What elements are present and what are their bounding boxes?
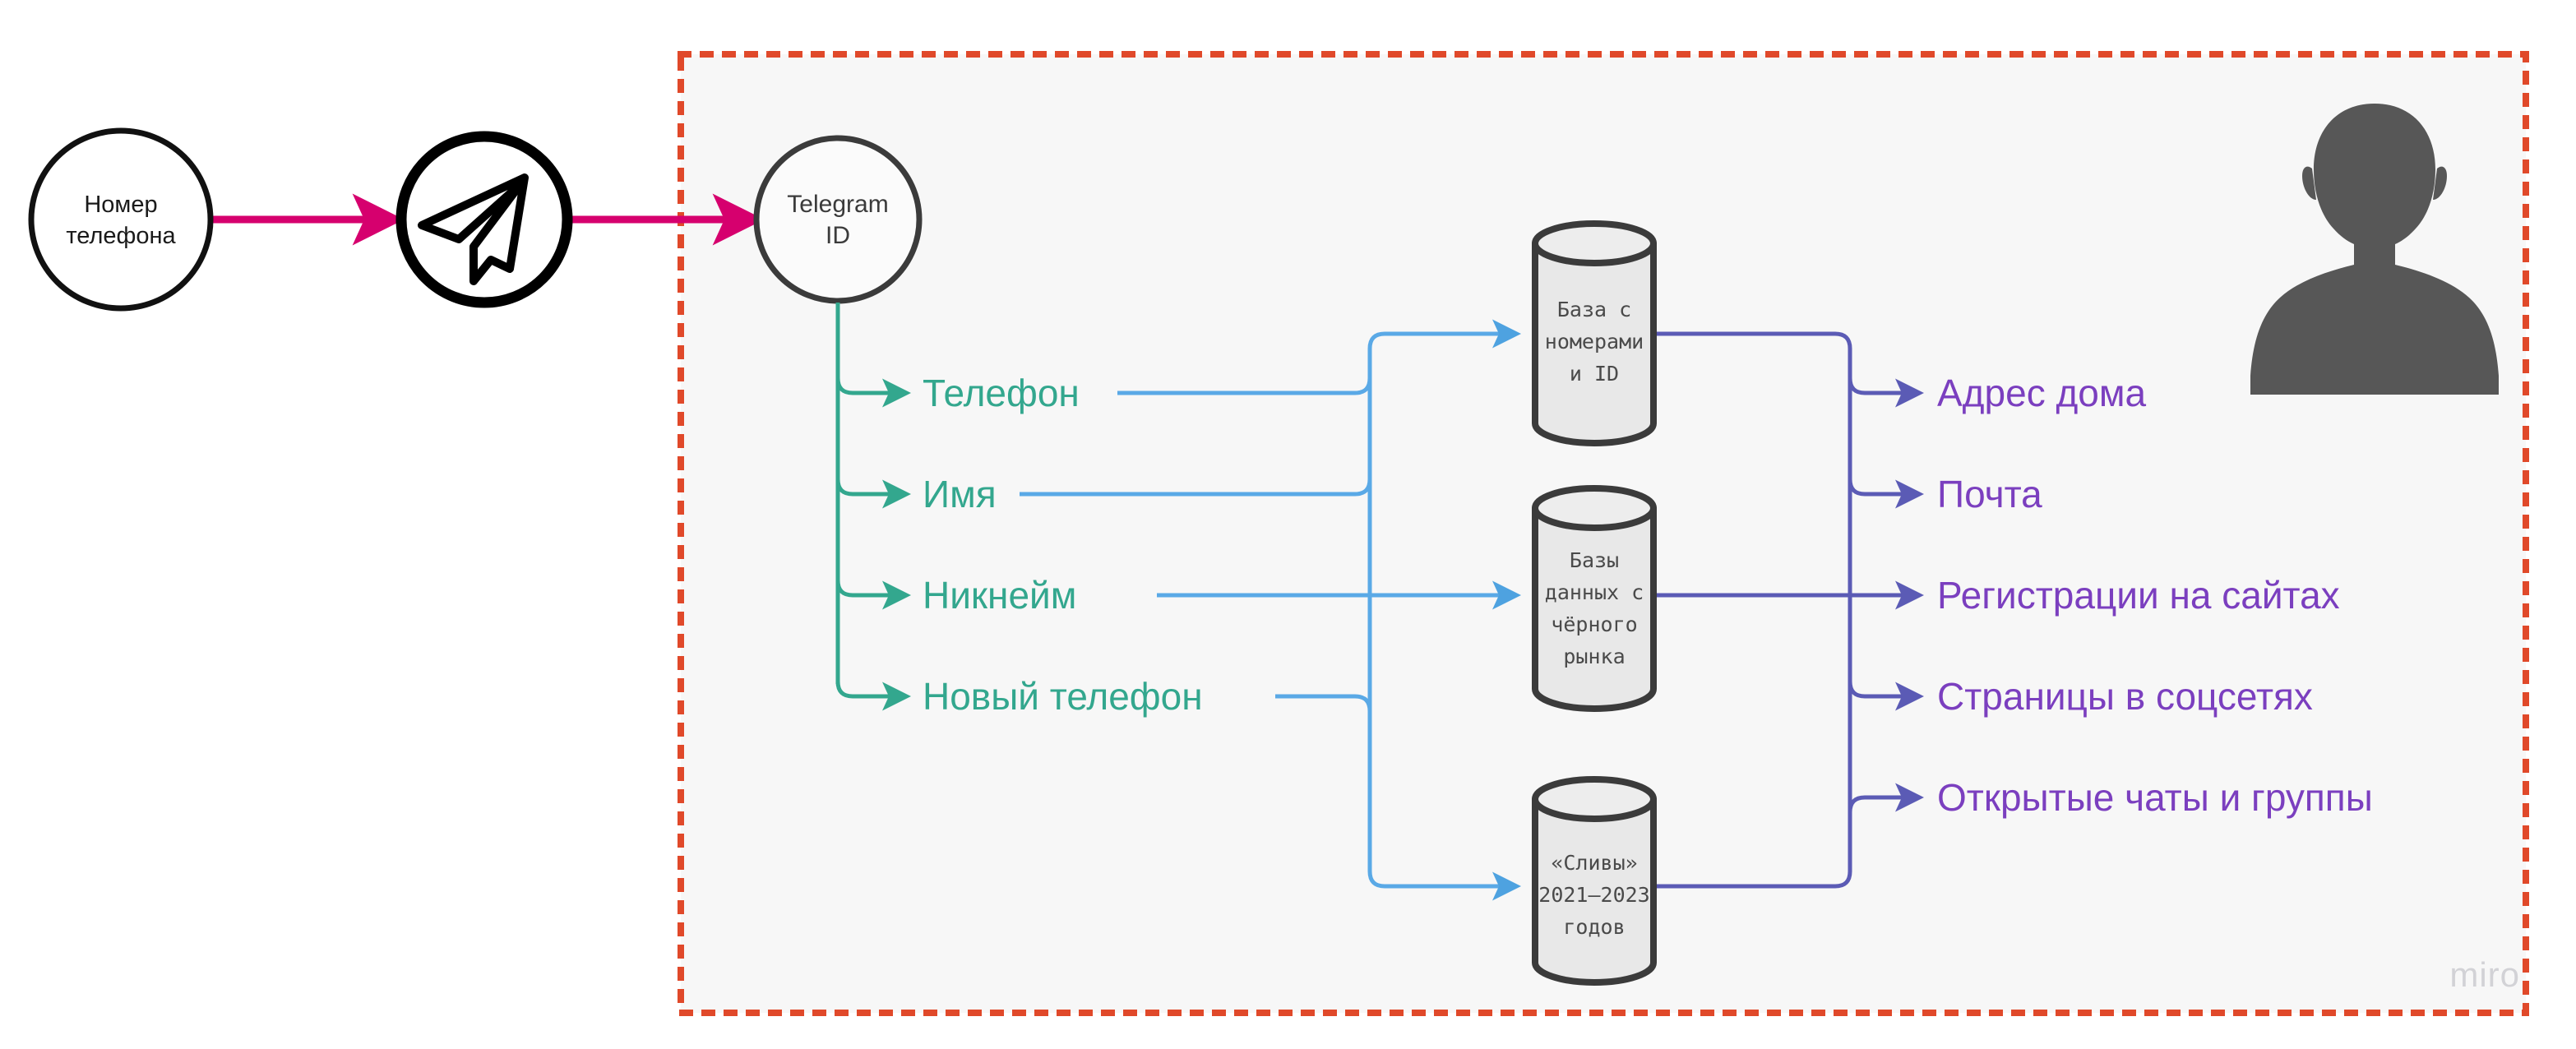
database-label-line: 2021–2023: [1538, 883, 1649, 907]
database-node-black-market[interactable]: [1532, 485, 1657, 712]
database-label-line: База с: [1557, 298, 1631, 321]
attribute-connectors: [835, 303, 911, 711]
attribute-label-nickname[interactable]: Никнейм: [923, 574, 1076, 617]
output-connectors: [1657, 331, 1924, 889]
output-label-social-pages[interactable]: Страницы в соцсетях: [1937, 675, 2313, 718]
output-label-site-registrations[interactable]: Регистрации на сайтах: [1937, 574, 2340, 617]
database-node-leaks[interactable]: [1532, 776, 1657, 986]
attribute-label-name[interactable]: Имя: [923, 473, 997, 515]
phone-number-label-line1: Номер: [84, 192, 157, 218]
output-label-email[interactable]: Почта: [1937, 473, 2042, 515]
database-label-line: годов: [1563, 915, 1625, 939]
db-input-connectors: [1020, 319, 1521, 901]
database-node-numbers-ids[interactable]: [1532, 220, 1657, 446]
attribute-label-new-phone[interactable]: Новый телефон: [923, 675, 1203, 718]
database-label-line: номерами: [1545, 330, 1644, 354]
database-label-line: рынка: [1563, 645, 1625, 668]
database-label-line: и ID: [1570, 362, 1619, 386]
output-label-open-chats[interactable]: Открытые чаты и группы: [1937, 776, 2373, 819]
database-label-line: чёрного: [1551, 612, 1637, 636]
telegram-id-label-line2: ID: [826, 222, 850, 249]
telegram-id-label-line1: Telegram: [787, 191, 888, 218]
telegram-id-node[interactable]: [753, 135, 923, 304]
telegram-paper-plane-icon: [418, 173, 529, 285]
output-label-home-address[interactable]: Адрес дома: [1937, 372, 2147, 414]
miro-watermark: miro: [2449, 955, 2520, 994]
phone-number-node[interactable]: [28, 127, 214, 312]
person-silhouette-icon: [2250, 104, 2499, 395]
attribute-label-phone[interactable]: Телефон: [923, 372, 1080, 414]
phone-number-label-line2: телефона: [66, 223, 176, 249]
database-label-line: данных с: [1545, 580, 1644, 604]
database-label-line: «Сливы»: [1551, 851, 1637, 875]
database-label-line: Базы: [1570, 548, 1619, 572]
